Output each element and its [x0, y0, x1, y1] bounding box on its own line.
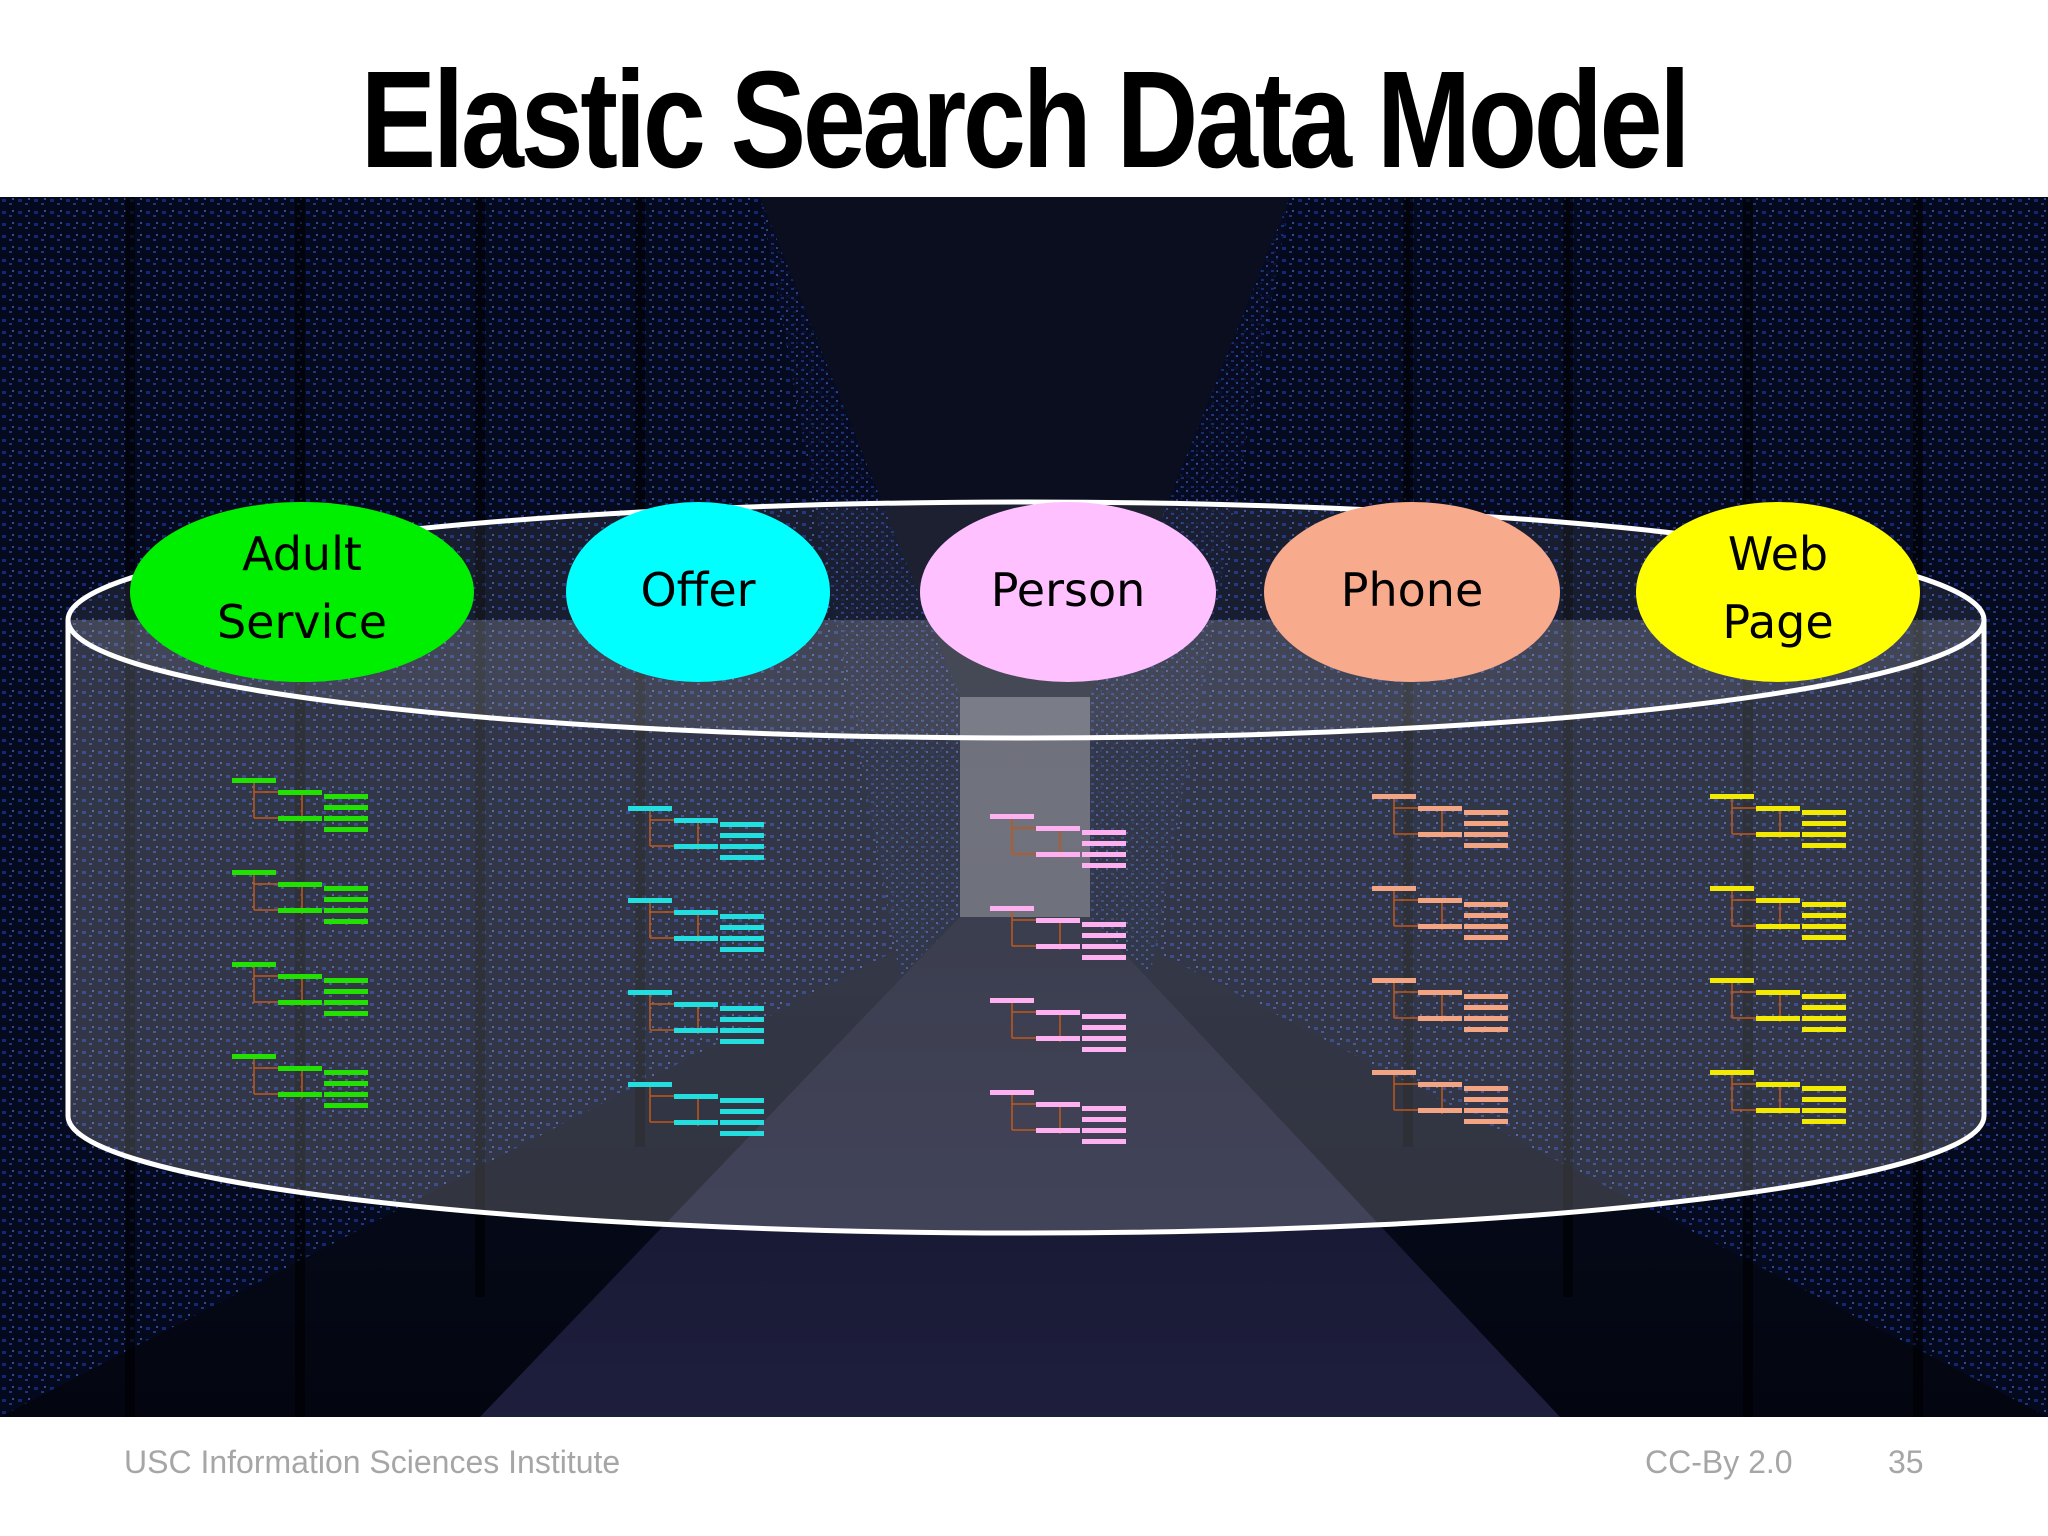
type-label: Offer: [640, 563, 755, 617]
cylinder-body: [65, 620, 1987, 1236]
type-label: Service: [217, 595, 387, 649]
type-label: Page: [1722, 595, 1833, 649]
type-oval: [1264, 502, 1560, 682]
type-label: Phone: [1341, 563, 1484, 617]
type-oval: [1636, 502, 1920, 682]
type-node-phone: Phone: [1264, 502, 1560, 682]
type-oval: [920, 502, 1216, 682]
datacenter-background-image: [0, 197, 2048, 1417]
slide-title: Elastic Search Data Model: [360, 43, 1691, 197]
footer-organization: USC Information Sciences Institute: [124, 1444, 621, 1480]
type-node-offer: Offer: [566, 502, 830, 682]
type-node-person: Person: [920, 502, 1216, 682]
document-tree-icon-offer: [628, 806, 764, 1136]
document-tree-icon-person: [990, 814, 1126, 1144]
type-label: Web: [1728, 527, 1828, 581]
document-tree-icon-phone: [1372, 794, 1508, 1124]
type-label: Person: [991, 563, 1146, 617]
document-tree-icon-web-page: [1710, 794, 1846, 1124]
type-oval: [566, 502, 830, 682]
footer-license: CC-By 2.0: [1645, 1444, 1793, 1480]
document-tree-icon-adult-service: [232, 778, 368, 1108]
type-oval: [130, 502, 474, 682]
type-label: Adult: [242, 527, 362, 581]
page-number: 35: [1888, 1444, 1924, 1480]
